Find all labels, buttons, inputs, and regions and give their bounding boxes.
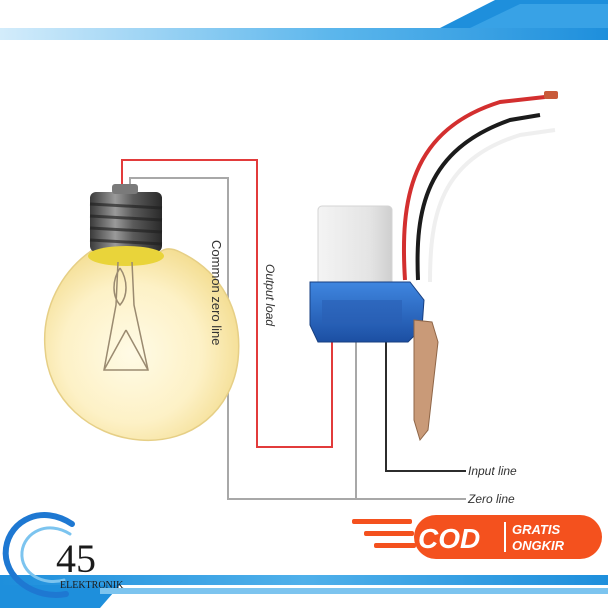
sensor-black-lead xyxy=(415,113,541,281)
top-banner xyxy=(0,0,608,40)
sensor-white-lead xyxy=(428,128,556,283)
light-bulb xyxy=(43,184,240,442)
sensor-cap xyxy=(317,205,393,291)
ongkir-text: ONGKIR xyxy=(512,538,565,553)
sensor-terminal xyxy=(413,319,439,442)
photocell-sensor xyxy=(309,205,439,442)
input-line-wire xyxy=(385,330,466,472)
cod-badge: COD GRATIS ONGKIR xyxy=(352,515,602,559)
gratis-text: GRATIS xyxy=(512,522,560,537)
brand-logo: 45 ELEKTRONIK xyxy=(2,512,124,598)
zero-line-label: Zero line xyxy=(467,492,515,506)
input-line-label: Input line xyxy=(468,464,517,478)
output-load-wire xyxy=(121,159,333,448)
bottom-banner xyxy=(0,575,608,608)
sensor-red-lead xyxy=(401,95,546,281)
logo-caption: ELEKTRONIK xyxy=(60,580,124,591)
output-load-label: Output load xyxy=(263,264,277,326)
logo-number: 45 xyxy=(56,536,96,581)
common-zero-line-label: Common zero line xyxy=(209,240,224,346)
cod-text: COD xyxy=(418,523,480,554)
bulb-filament xyxy=(103,261,149,371)
